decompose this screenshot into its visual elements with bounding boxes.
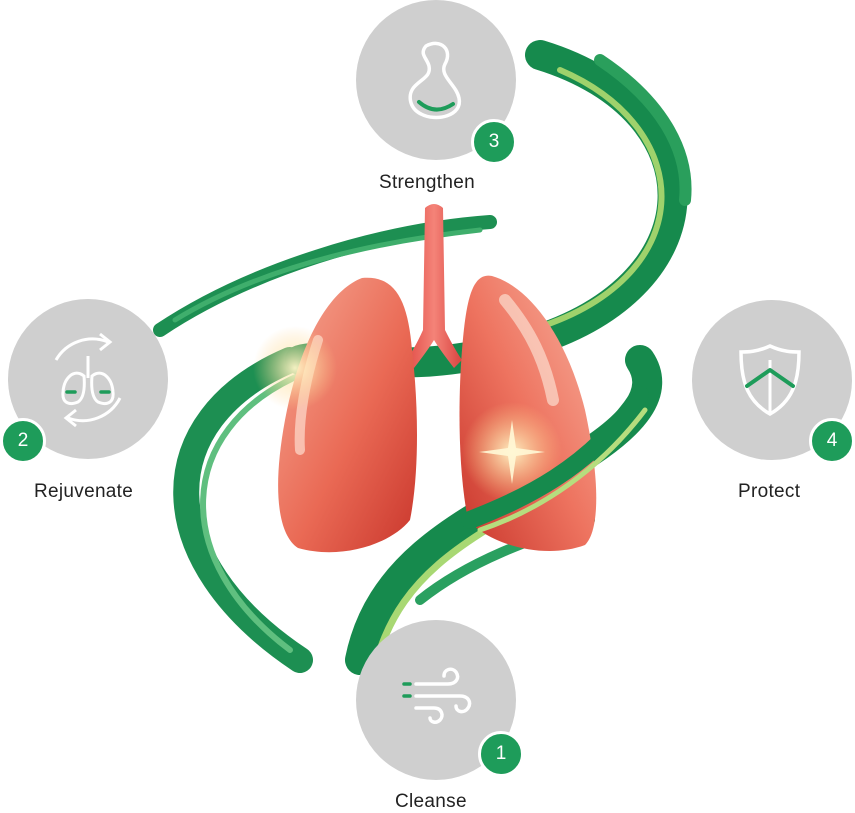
step-label: Protect [738,481,801,502]
step-number-badge: 2 [0,418,46,464]
shield-icon [739,344,801,417]
step-label: Rejuvenate [34,481,134,502]
wind-icon [402,667,472,724]
stomach-icon [408,41,461,120]
step-number-badge: 4 [809,418,855,464]
step-label: Cleanse [395,791,467,812]
step-label: Strengthen [379,172,475,193]
step-number-badge: 3 [471,119,517,165]
step-number-badge: 1 [478,731,524,777]
lungs-cycle-icon [54,332,122,428]
